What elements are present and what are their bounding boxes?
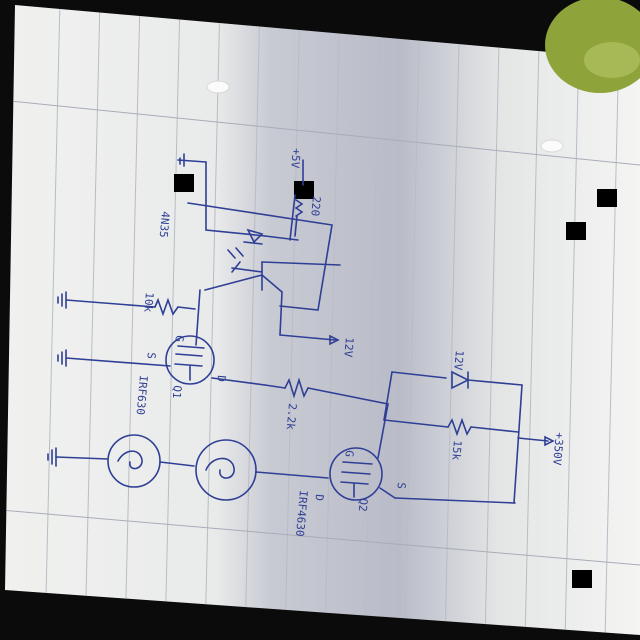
optocoupler-label: 4N35 xyxy=(157,211,172,239)
paper-sheet xyxy=(5,5,640,635)
q2-drain-pin: D xyxy=(312,494,326,502)
supply-12v-label: 12V xyxy=(341,337,356,358)
mosfet-2-part-label: IRF4630 xyxy=(293,490,310,537)
redaction-square xyxy=(174,174,194,192)
resistor-icon xyxy=(154,297,179,317)
zener-label: 12V xyxy=(451,350,466,371)
binder-hole xyxy=(540,139,564,153)
ground-symbol-icon xyxy=(177,153,207,167)
high-voltage-supply-label: +350V xyxy=(550,432,566,466)
lamp-icon xyxy=(195,439,257,501)
gate-divider-label: 2.2k xyxy=(284,403,299,431)
diagram-labels: 4N35 +5V 220 12V 10k G S D IRF630 Q1 2.2… xyxy=(134,148,566,537)
q2-source-pin: S xyxy=(394,482,408,490)
resistor-icon xyxy=(294,199,304,217)
opto-supply-label: +5V xyxy=(288,148,303,169)
optocoupler-icon xyxy=(187,194,341,346)
resistor-icon xyxy=(447,417,472,437)
mosfet-1-part-label: IRF630 xyxy=(134,375,150,416)
lamp-icon xyxy=(107,434,161,488)
redaction-square xyxy=(566,222,586,240)
gate-resistor-1-label: 10k xyxy=(141,292,156,313)
gate-resistor-2-label: 15k xyxy=(449,440,464,461)
mosfet-q1-icon xyxy=(165,335,266,386)
mosfet-1-ref-label: Q1 xyxy=(170,385,184,399)
q1-drain-pin: D xyxy=(214,375,228,383)
q2-gate-pin: G xyxy=(342,450,356,458)
resistor-icon xyxy=(284,377,309,399)
redaction-square xyxy=(572,570,592,588)
circuit-diagram xyxy=(47,153,555,504)
mosfet-q2-icon xyxy=(329,447,383,501)
mosfet-2-ref-label: Q2 xyxy=(356,498,370,512)
redaction-square xyxy=(597,189,617,207)
apple-object xyxy=(545,0,640,93)
binder-hole xyxy=(206,80,230,94)
opto-resistor-label: 220 xyxy=(308,196,323,217)
redaction-square xyxy=(294,181,314,199)
q1-source-pin: S xyxy=(144,352,158,360)
q1-gate-pin: G xyxy=(172,335,186,343)
